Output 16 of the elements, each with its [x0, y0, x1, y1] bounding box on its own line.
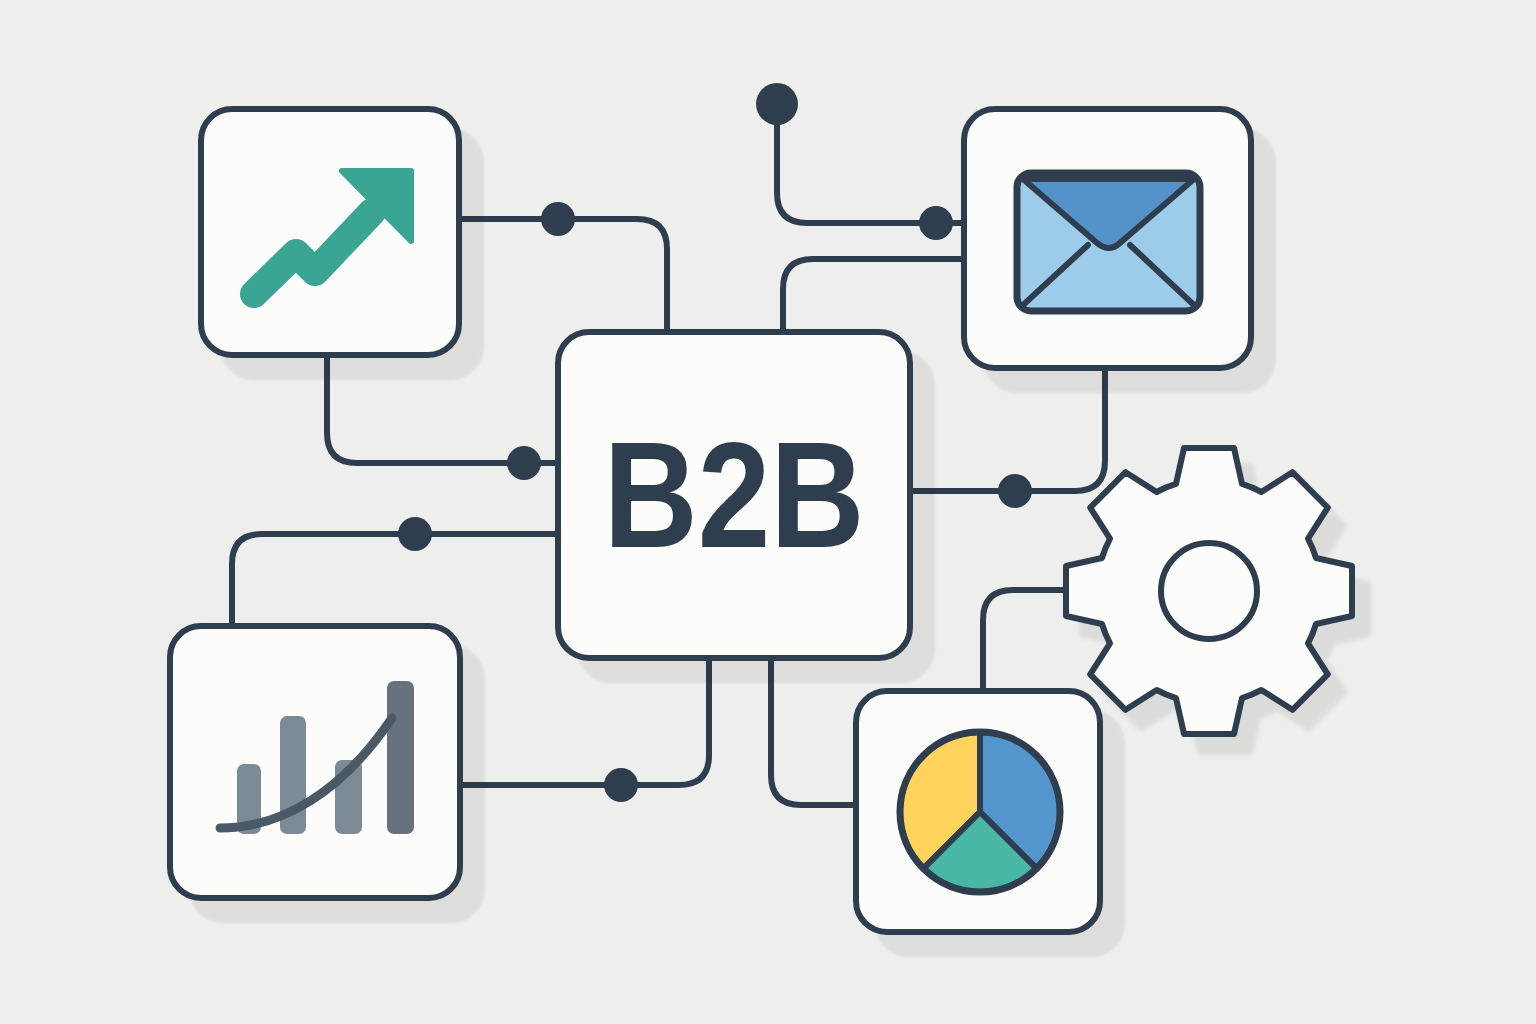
gear-shape	[1063, 445, 1355, 737]
connector-line	[229, 531, 555, 623]
connector-line	[462, 216, 670, 329]
box-label: B2B	[603, 420, 865, 570]
connector-line	[913, 371, 1108, 494]
icon-tile	[853, 688, 1103, 935]
connector-line	[768, 661, 853, 808]
icon-tile	[198, 106, 462, 358]
connector-line	[756, 83, 961, 226]
connector-line	[324, 358, 555, 466]
connector-line	[463, 661, 712, 788]
connector-line	[780, 256, 961, 329]
icon-tile	[167, 623, 463, 901]
icon-tile	[961, 106, 1254, 371]
central-box	[555, 329, 913, 661]
connector-line	[980, 587, 1063, 688]
